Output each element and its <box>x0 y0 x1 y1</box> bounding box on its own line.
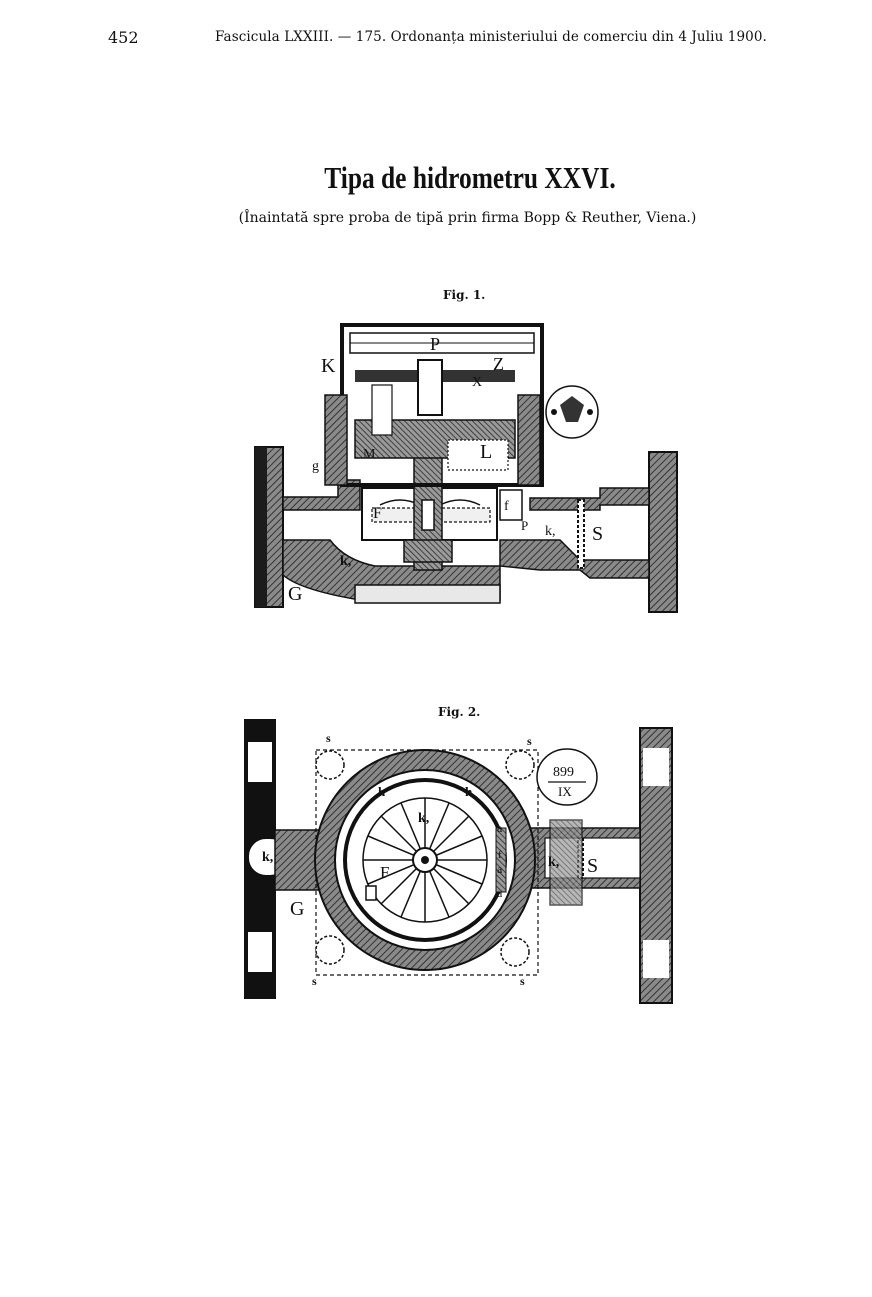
fig1-letter-K: K <box>321 355 336 377</box>
fig2-letter-k-right: k, <box>548 855 559 870</box>
fig1-letter-P: P <box>430 334 440 354</box>
fig1-letter-L: L <box>480 441 492 463</box>
fig2-stamp-top: 899 <box>553 765 574 780</box>
fig1-letter-k-right: k, <box>545 524 556 539</box>
fig1-letter-S: S <box>592 523 603 545</box>
fig1-letter-F: F <box>373 505 382 522</box>
fig2-letter-s3: s <box>312 974 317 988</box>
fig1-letter-g: g <box>312 459 319 474</box>
fig1-body <box>254 323 678 613</box>
page-subtitle: (Înaintată spre proba de tipă prin firma… <box>238 210 697 226</box>
fig2-letter-a3: a <box>497 886 503 900</box>
fig2-letter-F: F <box>380 863 389 882</box>
fig2-letter-h2: h <box>465 784 473 799</box>
figure-1-label: Fig. 1. <box>443 288 486 302</box>
fig2-letters: 899 IX s s s s h h k, k, k, F G S a a a … <box>262 731 598 988</box>
fig1-letter-M: M <box>363 447 376 462</box>
fig2-letter-a1: a <box>497 821 503 835</box>
fig2-letter-s2: s <box>527 734 532 748</box>
fig2-body <box>244 719 673 1004</box>
fig2-letter-a2: a <box>497 862 503 876</box>
fig2-letter-s1: s <box>326 731 331 745</box>
fig2-letter-G: G <box>290 898 304 920</box>
fig2-letter-f: f <box>498 849 502 861</box>
fig1-letter-X: X <box>472 375 482 390</box>
page-header: 452 Fascicula LXXIII. — 175. Ordonanța m… <box>0 28 872 52</box>
fig1-letter-Z: Z <box>493 354 504 374</box>
fig2-letter-k-inner: k, <box>418 811 429 826</box>
running-head: Fascicula LXXIII. — 175. Ordonanța minis… <box>215 29 767 45</box>
fig1-letter-P-valve: P <box>521 518 528 533</box>
fig2-letter-k-left: k, <box>262 850 273 865</box>
fig1-letters: K P Z X L M g F f P k, k, S G <box>288 334 603 605</box>
figure-2-label: Fig. 2. <box>438 705 481 719</box>
fig1-letter-f: f <box>504 499 509 514</box>
fig2-letter-h1: h <box>378 784 386 799</box>
page-number: 452 <box>108 28 139 47</box>
page-title: Tipa de hidrometru XXVI. <box>324 160 616 195</box>
fig1-letter-k-left: k, <box>340 554 351 569</box>
fig2-letter-s4: s <box>520 974 525 988</box>
fig2-stamp-bottom: IX <box>558 784 572 799</box>
fig2-letter-S: S <box>587 855 598 877</box>
fig1-letter-G: G <box>288 583 302 605</box>
